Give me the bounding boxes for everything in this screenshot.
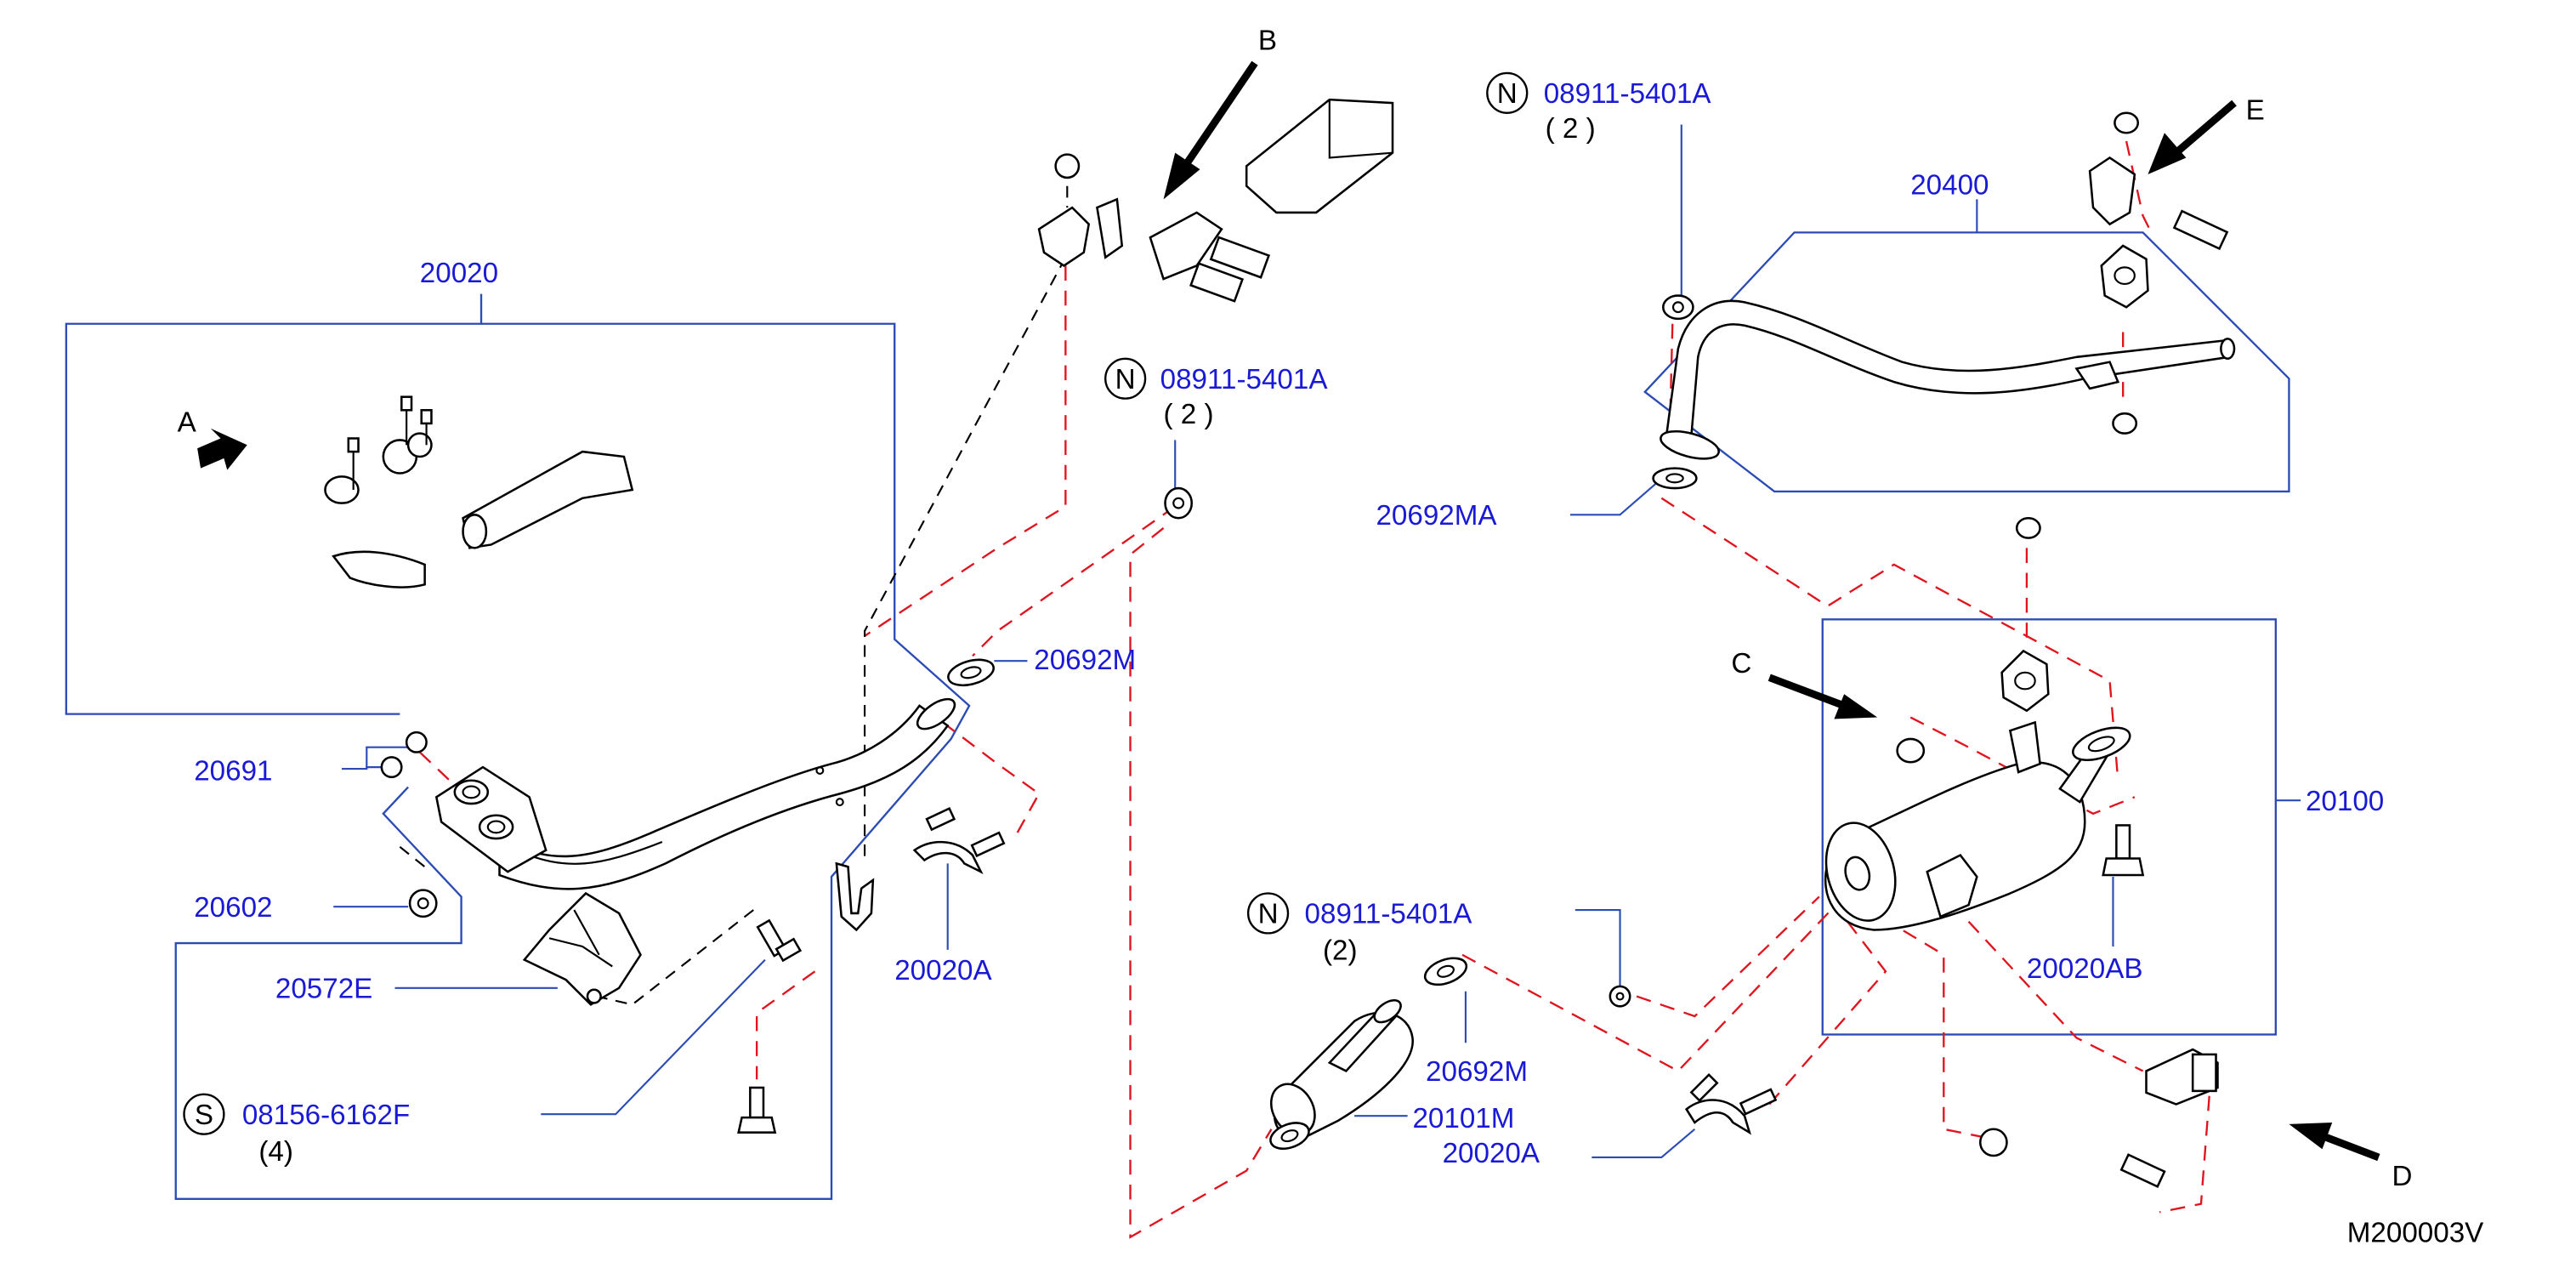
main-muffler-icon (1824, 720, 2131, 931)
bracket-icon-view-b (1037, 98, 1394, 303)
n-symbol-3-text: N (1258, 899, 1279, 930)
part-label-20572e: 20572E (275, 974, 372, 1005)
view-arrow-icon-d (2289, 1122, 2380, 1162)
part-label-n3-code: 08911-5401A (1305, 899, 1473, 930)
mounting-rubber-icon-20020a-left (912, 807, 1006, 874)
heat-insulator-icon (522, 891, 642, 1006)
nut-icon-n1 (1164, 486, 1194, 520)
nut-icon-n2 (1662, 294, 1694, 321)
quantity-label-s: (4) (258, 1136, 293, 1168)
front-tube-icon (498, 697, 956, 890)
leader-lines (333, 124, 2301, 1159)
view-label-c: C (1731, 648, 1751, 679)
part-label-20020ab: 20020AB (2027, 953, 2143, 985)
part-label-20400: 20400 (1910, 169, 1989, 201)
mounting-rubber-icon-hanger (835, 861, 875, 932)
part-label-20101m: 20101M (1412, 1103, 1514, 1134)
part-label-20602: 20602 (194, 892, 272, 924)
quantity-label-n2: ( 2 ) (1546, 113, 1596, 145)
bolt-icon-08156 (737, 918, 803, 1134)
gasket-icon-20691 (380, 730, 428, 779)
view-label-a: A (178, 407, 197, 439)
tail-tube-icon (1660, 299, 2236, 460)
view-arrow-icon-e (2148, 99, 2237, 175)
diagram-id: M200003V (2347, 1218, 2484, 1249)
view-label-e: E (2246, 95, 2265, 127)
view-label-d: D (2392, 1161, 2413, 1192)
part-label-20692m: 20692M (1034, 645, 1136, 676)
view-arrow-icon-c (1767, 674, 1878, 719)
bolt-icon-20020ab (2102, 824, 2145, 877)
gasket-icon-20692m (947, 658, 995, 687)
n-symbol-1-text: N (1115, 364, 1136, 395)
n-symbol-2-text: N (1497, 78, 1518, 110)
part-label-20100: 20100 (2306, 786, 2384, 817)
part-label-20020a-right: 20020A (1443, 1138, 1540, 1169)
view-label-b: B (1258, 26, 1277, 57)
nut-icon-n3 (1609, 985, 1631, 1008)
n-symbol-2: N (1486, 71, 1529, 114)
part-label-20692ma: 20692MA (1376, 500, 1497, 532)
gasket-icon-20692m-2 (1423, 957, 1468, 986)
group-box-20020 (65, 293, 971, 1200)
front-pipe-cover-icon (332, 450, 634, 588)
group-box-20400 (1643, 231, 2290, 493)
view-arrow-icon-a (197, 428, 247, 470)
s-symbol: S (183, 1093, 225, 1135)
part-label-20692m-2: 20692M (1426, 1056, 1528, 1088)
part-label-n2-code: 08911-5401A (1544, 78, 1712, 110)
quantity-label-n1: ( 2 ) (1164, 399, 1214, 430)
group-box-20100 (1821, 618, 2277, 1036)
part-label-20691: 20691 (194, 756, 272, 787)
part-label-20020: 20020 (420, 258, 498, 289)
catalytic-converter-icon (434, 765, 548, 873)
n-symbol-1: N (1104, 357, 1147, 400)
view-arrow-icon-b (1163, 60, 1258, 200)
part-label-20020a-left: 20020A (894, 955, 992, 986)
center-muffler-icon (1269, 999, 1414, 1151)
part-label-n1-code: 08911-5401A (1160, 364, 1329, 395)
bracket-icon-view-e (2088, 111, 2229, 435)
mounting-rubber-icon-20020a-right (1684, 1072, 1778, 1135)
nut-icon-20602 (408, 889, 438, 918)
n-symbol-3: N (1246, 892, 1290, 935)
quantity-label-n3: (2) (1323, 935, 1358, 967)
s-symbol-text: S (195, 1100, 213, 1131)
gasket-icon-20692ma (1652, 467, 1698, 490)
part-label-08156-6162f: 08156-6162F (242, 1100, 410, 1131)
mounting-rubber-icon-20100 (1896, 516, 2050, 764)
bracket-icon-view-d (1978, 1048, 2219, 1189)
clamp-icon-left (324, 395, 433, 504)
